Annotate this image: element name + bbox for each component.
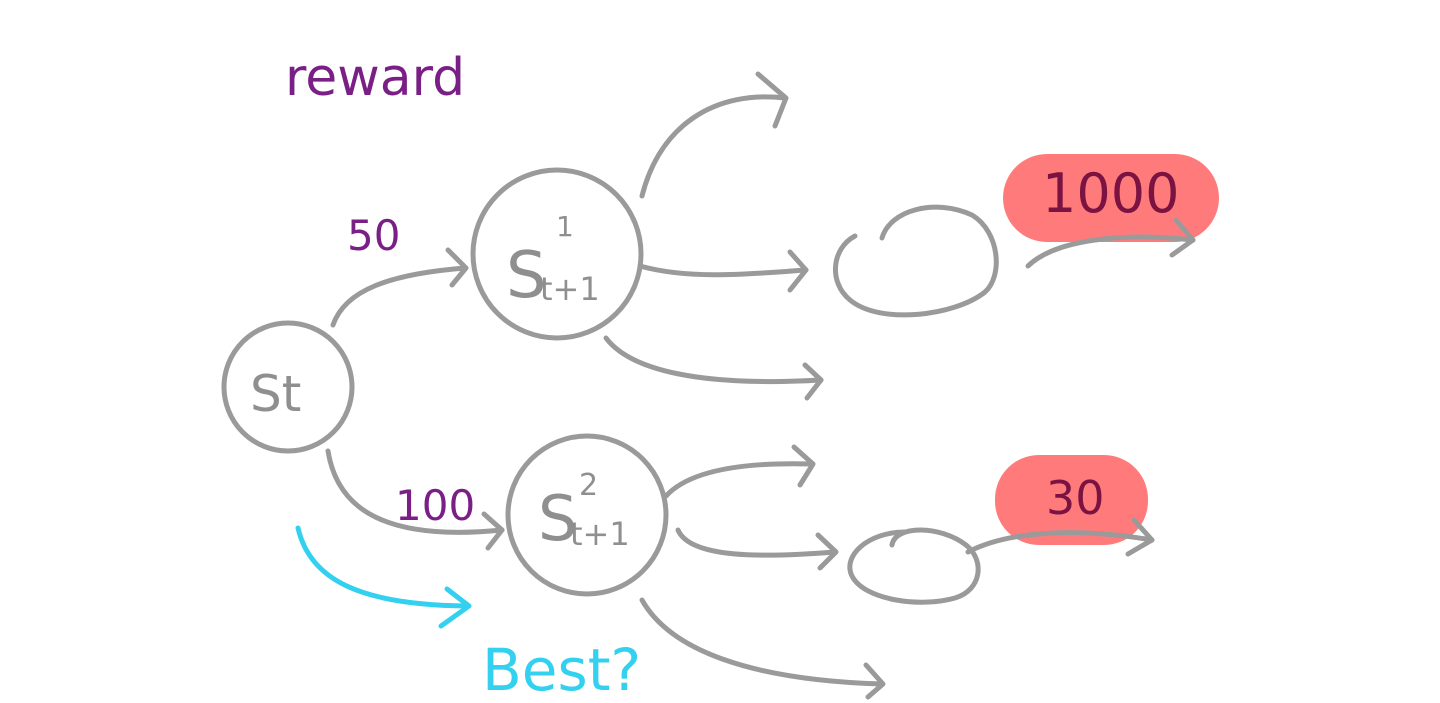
node-state-a-sup: 1 — [556, 210, 574, 243]
title-reward: reward — [285, 48, 465, 108]
node-state-a-circle — [470, 167, 644, 341]
edge-future-b-line — [965, 530, 1155, 555]
node-root-label: St — [250, 365, 301, 423]
reward-label-a: 50 — [347, 211, 400, 260]
best-path-arrow-arrowhead — [438, 586, 472, 629]
node-state-b-circle — [505, 433, 669, 597]
edge-state-b-down — [639, 597, 886, 700]
edge-state-a-down-arrowhead — [802, 362, 824, 401]
question-best: Best? — [482, 636, 641, 703]
edge-state-b-up-line — [663, 461, 815, 499]
edge-root-to-state-a-line — [330, 265, 468, 328]
edge-state-a-up-line — [639, 94, 788, 199]
node-state-b-sup: 2 — [579, 468, 598, 503]
edge-state-a-up — [639, 71, 789, 199]
edge-future-b-arrowhead — [1125, 517, 1155, 557]
edge-future-b — [965, 517, 1155, 557]
edge-state-b-mid — [675, 527, 839, 571]
edge-state-b-up-arrowhead — [791, 444, 816, 488]
node-root: St — [221, 320, 355, 454]
far-reward-b-label: 30 — [1046, 471, 1105, 525]
far-reward-a-label: 1000 — [1042, 162, 1179, 225]
edge-root-to-state-a — [330, 247, 469, 328]
edge-future-a-arrowhead — [1169, 217, 1196, 258]
edge-state-b-mid-arrowhead — [815, 532, 839, 571]
best-path-arrow-line — [295, 525, 471, 609]
far-reward-a-highlight: 1000 — [1003, 154, 1219, 242]
edge-root-to-state-b — [325, 448, 505, 551]
edge-state-b-down-arrowhead — [863, 662, 886, 700]
edge-state-a-down-line — [603, 335, 824, 385]
far-reward-a-pill — [1003, 154, 1219, 242]
node-state-b-base: S — [538, 482, 577, 555]
edge-root-to-state-b-line — [325, 448, 505, 535]
node-future-b — [847, 527, 981, 605]
node-state-b-sub: t+1 — [570, 515, 630, 553]
far-reward-b-highlight: 30 — [995, 455, 1148, 545]
edge-root-to-state-a-arrowhead — [445, 247, 469, 288]
node-root-circle — [221, 320, 355, 454]
edge-root-to-state-b-arrowhead — [481, 511, 505, 551]
node-state-a-base: S — [506, 239, 547, 313]
node-state-a-sub: t+1 — [540, 270, 600, 308]
best-path-arrow — [295, 525, 472, 629]
node-future-a — [833, 204, 999, 318]
edge-state-a-mid-arrowhead — [787, 249, 809, 293]
node-state-a: S 1 t+1 — [470, 167, 644, 341]
edge-future-a-line — [1025, 234, 1196, 269]
edge-state-a-mid — [637, 249, 809, 293]
edge-future-a — [1025, 217, 1196, 269]
far-reward-b-pill — [995, 455, 1148, 545]
edge-state-a-mid-line — [637, 263, 809, 278]
reward-label-b: 100 — [395, 481, 475, 530]
edge-state-a-up-arrowhead — [755, 71, 789, 129]
node-state-b: S 2 t+1 — [505, 433, 669, 597]
edge-state-b-up — [663, 444, 816, 499]
edge-state-b-mid-line — [675, 527, 838, 558]
edge-state-b-down-line — [639, 597, 885, 687]
edge-state-a-down — [603, 335, 824, 401]
